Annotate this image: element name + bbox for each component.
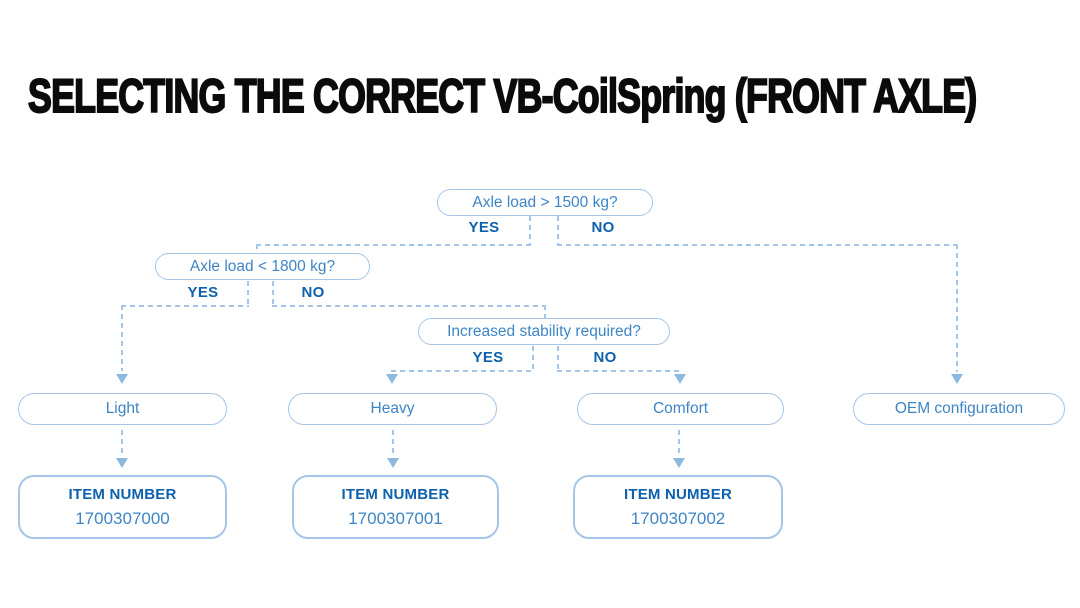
connector-q2-yes-stub: [247, 281, 249, 306]
q3-no-label: NO: [593, 349, 617, 366]
connector-heavy-to-item: [392, 430, 394, 456]
connector-q2-no-drop: [544, 305, 546, 318]
arrowhead-to-light-icon: [116, 374, 128, 384]
q1-no-label: NO: [591, 219, 615, 236]
connector-q1-no-horizontal: [557, 244, 958, 246]
arrowhead-to-item2-icon: [387, 458, 399, 468]
connector-q1-yes-stub: [529, 216, 531, 244]
connector-q2-yes-horizontal: [121, 305, 249, 307]
connector-q1-yes-horizontal: [256, 244, 531, 246]
outcome-comfort: Comfort: [577, 393, 784, 425]
connector-q3-no-stub: [557, 346, 559, 371]
item-number-value: 1700307000: [75, 509, 170, 528]
item-number-box-heavy: ITEM NUMBER 1700307001: [292, 475, 499, 539]
arrowhead-to-comfort-icon: [674, 374, 686, 384]
arrowhead-to-heavy-icon: [386, 374, 398, 384]
q2-yes-label: YES: [187, 284, 219, 301]
q3-yes-label: YES: [472, 349, 504, 366]
connector-comfort-to-item: [678, 430, 680, 456]
item-number-box-comfort: ITEM NUMBER 1700307002: [573, 475, 783, 539]
outcome-heavy: Heavy: [288, 393, 497, 425]
q2-no-label: NO: [301, 284, 325, 301]
connector-q1-no-drop: [956, 244, 958, 372]
connector-q2-yes-drop: [121, 305, 123, 371]
arrowhead-to-oem-icon: [951, 374, 963, 384]
item-number-heading: ITEM NUMBER: [68, 486, 177, 503]
item-number-box-light: ITEM NUMBER 1700307000: [18, 475, 227, 539]
decision-increased-stability: Increased stability required?: [418, 318, 670, 345]
q1-yes-label: YES: [468, 219, 500, 236]
arrowhead-to-item1-icon: [116, 458, 128, 468]
page-title: SELECTING THE CORRECT VB-CoilSpring (FRO…: [27, 68, 978, 123]
connector-q2-no-stub: [272, 281, 274, 306]
outcome-oem-configuration: OEM configuration: [853, 393, 1065, 425]
item-number-heading: ITEM NUMBER: [623, 486, 733, 503]
item-number-heading: ITEM NUMBER: [341, 486, 450, 503]
connector-q3-yes-stub: [532, 346, 534, 371]
connector-q3-no-horizontal: [557, 370, 682, 372]
arrowhead-to-item3-icon: [673, 458, 685, 468]
decision-axle-load-1500: Axle load > 1500 kg?: [437, 189, 653, 216]
item-number-value: 1700307001: [348, 509, 443, 528]
outcome-light: Light: [18, 393, 227, 425]
connector-q1-no-stub: [557, 216, 559, 244]
connector-q2-no-horizontal: [272, 305, 546, 307]
connector-q3-yes-horizontal: [391, 370, 534, 372]
decision-axle-load-1800: Axle load < 1800 kg?: [155, 253, 370, 280]
connector-light-to-item: [121, 430, 123, 456]
item-number-value: 1700307002: [630, 509, 726, 528]
connector-q1-yes-drop: [256, 244, 258, 253]
